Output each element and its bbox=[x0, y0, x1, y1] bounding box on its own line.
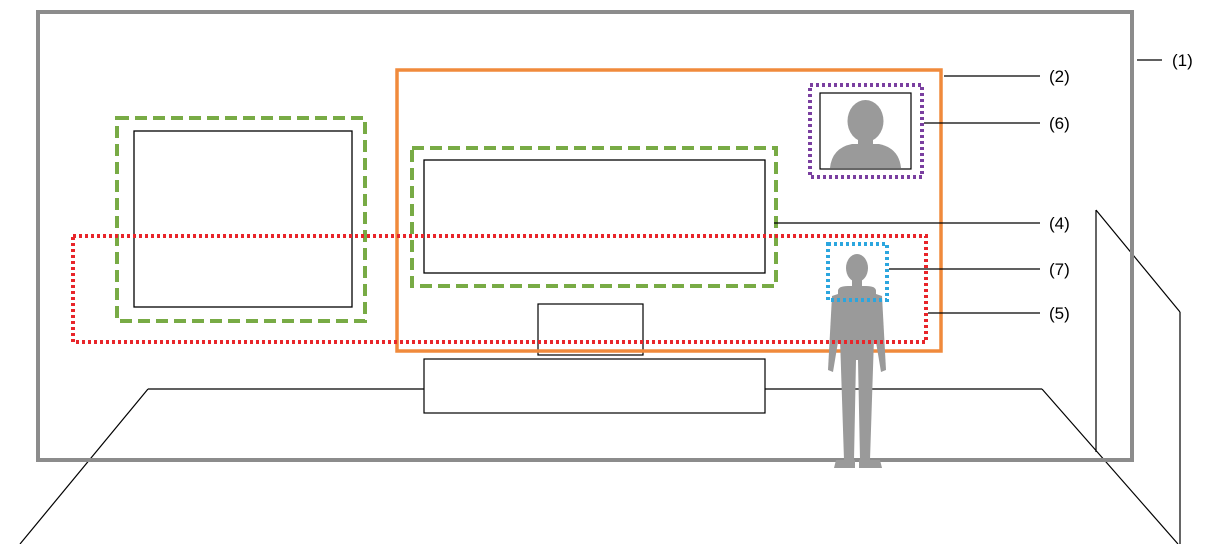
viewer-head-area bbox=[826, 242, 889, 302]
label-portrait-frame: (6) bbox=[1049, 114, 1070, 133]
label-wall: (1) bbox=[1172, 51, 1193, 70]
left-display bbox=[133, 130, 353, 308]
display-area-left bbox=[115, 116, 367, 323]
standing-person-icon bbox=[828, 254, 886, 468]
console-cabinet bbox=[423, 358, 766, 414]
label-camera-height-band: (5) bbox=[1049, 304, 1070, 323]
person-bust-icon bbox=[830, 100, 901, 168]
camera-height-band bbox=[71, 234, 928, 344]
floor-outline bbox=[19, 388, 1179, 544]
screen-area bbox=[395, 68, 943, 353]
portrait-frame-dotted bbox=[808, 83, 924, 179]
label-screen-area: (2) bbox=[1049, 67, 1070, 86]
label-display-area: (4) bbox=[1049, 214, 1070, 233]
camera-unit bbox=[537, 303, 644, 356]
side-wall-outline bbox=[1095, 209, 1181, 544]
display-area-center bbox=[410, 146, 778, 288]
center-display bbox=[423, 159, 766, 274]
wall-border bbox=[36, 10, 1134, 462]
leader-lines bbox=[774, 59, 1162, 314]
label-viewer-head: (7) bbox=[1049, 260, 1070, 279]
